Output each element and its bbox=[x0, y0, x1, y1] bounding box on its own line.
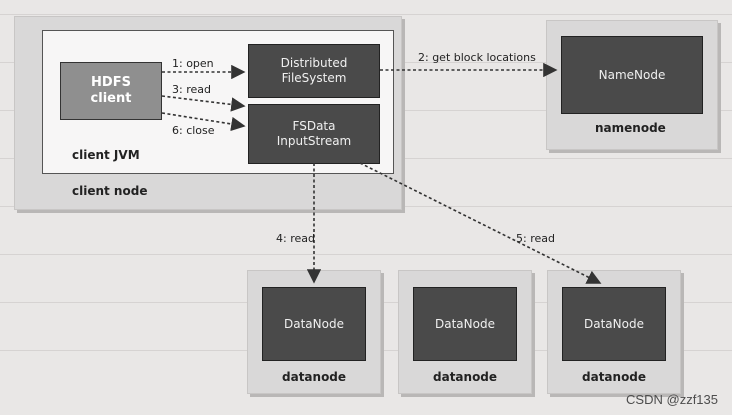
client-jvm-label: client JVM bbox=[72, 148, 140, 162]
datanode-label-3: datanode bbox=[582, 370, 647, 384]
datanode-box-3: DataNode bbox=[562, 287, 666, 361]
watermark: CSDN @zzf135 bbox=[626, 392, 718, 407]
edge-label-open: 1: open bbox=[172, 57, 214, 70]
namenode-box: NameNode bbox=[561, 36, 703, 114]
distributed-filesystem-box: Distributed FileSystem bbox=[248, 44, 380, 98]
edge-label-get-block-locations: 2: get block locations bbox=[418, 51, 536, 64]
datanode-box-1: DataNode bbox=[262, 287, 366, 361]
edge-label-read4: 4: read bbox=[276, 232, 315, 245]
datanode-label-2: datanode bbox=[433, 370, 498, 384]
hdfs-client-box: HDFS client bbox=[60, 62, 162, 120]
datanode-box-2: DataNode bbox=[413, 287, 517, 361]
edge-label-read3: 3: read bbox=[172, 83, 211, 96]
client-node-label: client node bbox=[72, 184, 148, 198]
namenode-label: namenode bbox=[595, 121, 666, 135]
edge-label-close: 6: close bbox=[172, 124, 215, 137]
arrow-close bbox=[161, 112, 246, 132]
datanode-label-1: datanode bbox=[282, 370, 347, 384]
arrow-read5 bbox=[359, 162, 602, 284]
edge-label-read5: 5: read bbox=[516, 232, 555, 245]
background-texture bbox=[0, 254, 732, 255]
arrow-read3 bbox=[161, 95, 246, 112]
background-texture bbox=[0, 14, 732, 15]
